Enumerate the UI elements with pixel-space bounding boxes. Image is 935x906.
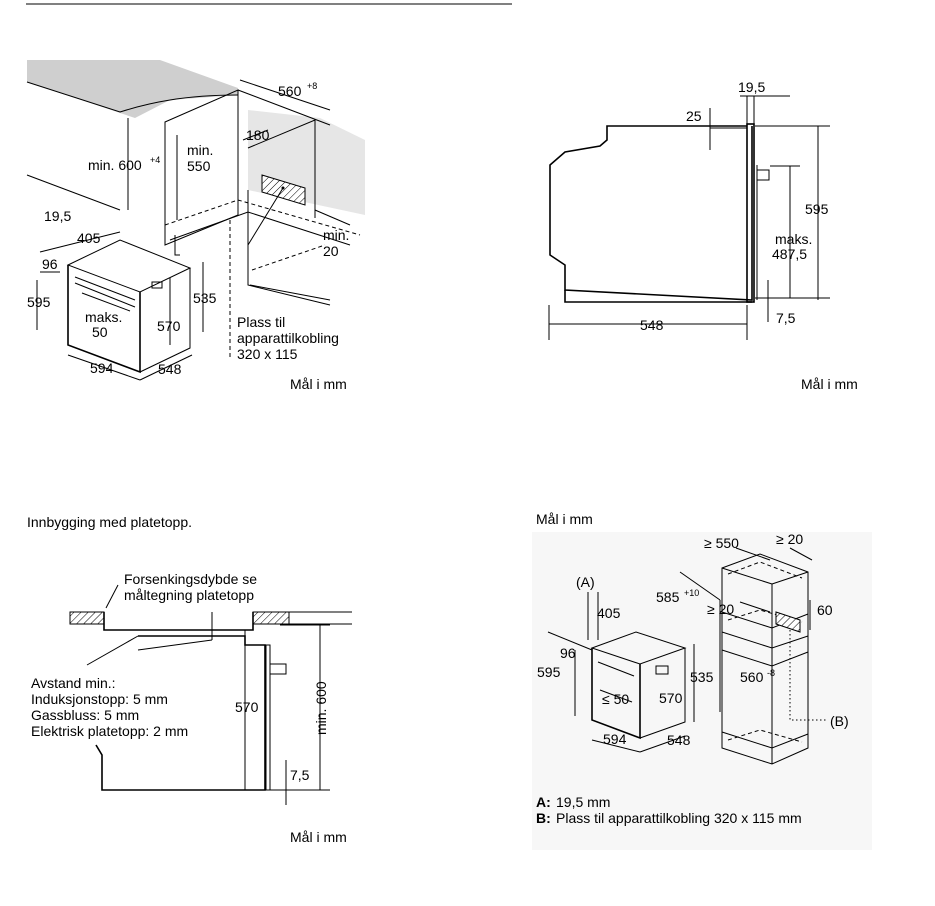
dim-535-tl: 535	[193, 290, 217, 306]
dim-535-br: 535	[690, 669, 714, 685]
countertop-hatch-right	[252, 611, 290, 625]
countertop-hatch-left	[69, 611, 105, 625]
tall-cabinet	[721, 553, 809, 765]
dim-min600-tl: min. 600	[88, 157, 142, 173]
note-line3-tl: 320 x 115	[237, 346, 298, 362]
legend-a-text: 19,5 mm	[556, 794, 610, 810]
oven-front-panel	[746, 123, 755, 303]
oven-handle-bl	[269, 663, 287, 675]
dim-560-br: 560	[740, 669, 764, 685]
dim-595-br: 595	[537, 664, 561, 680]
note-line1-tl: Plass til	[237, 314, 285, 330]
oven-side-profile	[549, 125, 753, 301]
panel-top-left: 560 +8 180 min. 600 +4 min. 550 19,5 405…	[26, 60, 365, 392]
distance-title-bl: Avstand min.:	[31, 675, 116, 691]
dim-595-tl: 595	[27, 294, 51, 310]
dim-560-sup-tl: +8	[307, 81, 317, 91]
legend-b-key: B:	[536, 810, 551, 826]
hob-recess	[103, 612, 254, 631]
oven-front-br	[591, 648, 641, 740]
units-tl: Mål i mm	[290, 376, 347, 392]
legend-b-text: Plass til apparattilkobling 320 x 115 mm	[556, 810, 802, 826]
dim-405-tl: 405	[77, 230, 101, 246]
units-tr: Mål i mm	[801, 376, 858, 392]
dim-ge550-br: ≥ 550	[704, 535, 739, 551]
dim-180-tl: 180	[246, 127, 270, 143]
dim-min550-a-tl: min.	[187, 142, 213, 158]
note-line2-tl: apparattilkobling	[237, 330, 339, 346]
distance-electric-bl: Elektrisk platetopp: 2 mm	[31, 723, 188, 739]
dim-min20-a-tl: min.	[323, 227, 349, 243]
dim-min600-bl: min. 600	[313, 681, 329, 735]
dim-60-br: 60	[817, 602, 833, 618]
dim-585-br: 585	[656, 589, 680, 605]
dim-560-tl: 560	[278, 83, 302, 99]
wall-section-right	[248, 110, 365, 215]
dim-96-br: 96	[560, 645, 576, 661]
panel-top-right: 19,5 25 595 maks. 487,5 548 7,5 Mål i mm	[548, 79, 858, 392]
distance-gas-bl: Gassbluss: 5 mm	[31, 707, 139, 723]
dim-570-br: 570	[659, 690, 683, 706]
panel-bottom-right: Mål i mm ≥ 550	[532, 511, 872, 850]
dim-min600-sup-tl: +4	[150, 155, 160, 165]
dim-548-br: 548	[667, 732, 691, 748]
dim-570-tl: 570	[157, 318, 181, 334]
dim-maks-a-tl: maks.	[85, 309, 122, 325]
label-b-br: (B)	[830, 713, 849, 729]
dim-le50-br: ≤ 50	[602, 691, 629, 707]
dim-min550-b-tl: 550	[187, 158, 211, 174]
dim-maks-b-tr: 487,5	[772, 246, 807, 262]
dim-594-tl: 594	[90, 360, 114, 376]
dim-570-bl: 570	[235, 699, 259, 715]
dim-75-tr: 7,5	[776, 310, 796, 326]
units-br: Mål i mm	[536, 511, 593, 527]
panel-bottom-left: Innbygging med platetopp. Forsenkingsdyb…	[27, 514, 352, 845]
countertop-left	[27, 60, 238, 118]
dim-maks-b-tl: 50	[92, 324, 108, 340]
dim-96-tl: 96	[42, 256, 58, 272]
callout-line1-bl: Forsenkingsdybde se	[124, 571, 257, 587]
dim-548-tl: 548	[158, 361, 182, 377]
label-a-br: (A)	[576, 574, 595, 590]
dim-585-sup-br: +10	[684, 588, 699, 598]
dim-548-tr: 548	[640, 317, 664, 333]
socket-area-br	[775, 611, 801, 633]
legend-a-key: A:	[536, 794, 551, 810]
dim-maks-a-tr: maks.	[775, 231, 812, 247]
callout-line2-bl: måltegning platetopp	[124, 587, 254, 603]
heading-bl: Innbygging med platetopp.	[27, 514, 192, 530]
dim-75-bl: 7,5	[290, 767, 310, 783]
dim-ge20-top-br: ≥ 20	[776, 531, 803, 547]
dim-594-br: 594	[603, 731, 627, 747]
dim-ge20-mid-br: ≥ 20	[707, 601, 734, 617]
oven-handle-side	[756, 169, 770, 181]
dim-405-br: 405	[597, 605, 621, 621]
dim-560-sup-br: -8	[767, 668, 775, 678]
dim-min20-b-tl: 20	[323, 243, 339, 259]
dim-195-tl: 19,5	[44, 208, 71, 224]
socket-area	[261, 174, 306, 206]
dim-595-tr: 595	[805, 201, 829, 217]
distance-induction-bl: Induksjonstopp: 5 mm	[31, 691, 168, 707]
oven-front-tl	[67, 265, 141, 374]
units-bl: Mål i mm	[290, 829, 347, 845]
dim-195-tr: 19,5	[738, 79, 765, 95]
dim-25-tr: 25	[686, 108, 702, 124]
panel-br-background	[532, 532, 872, 850]
